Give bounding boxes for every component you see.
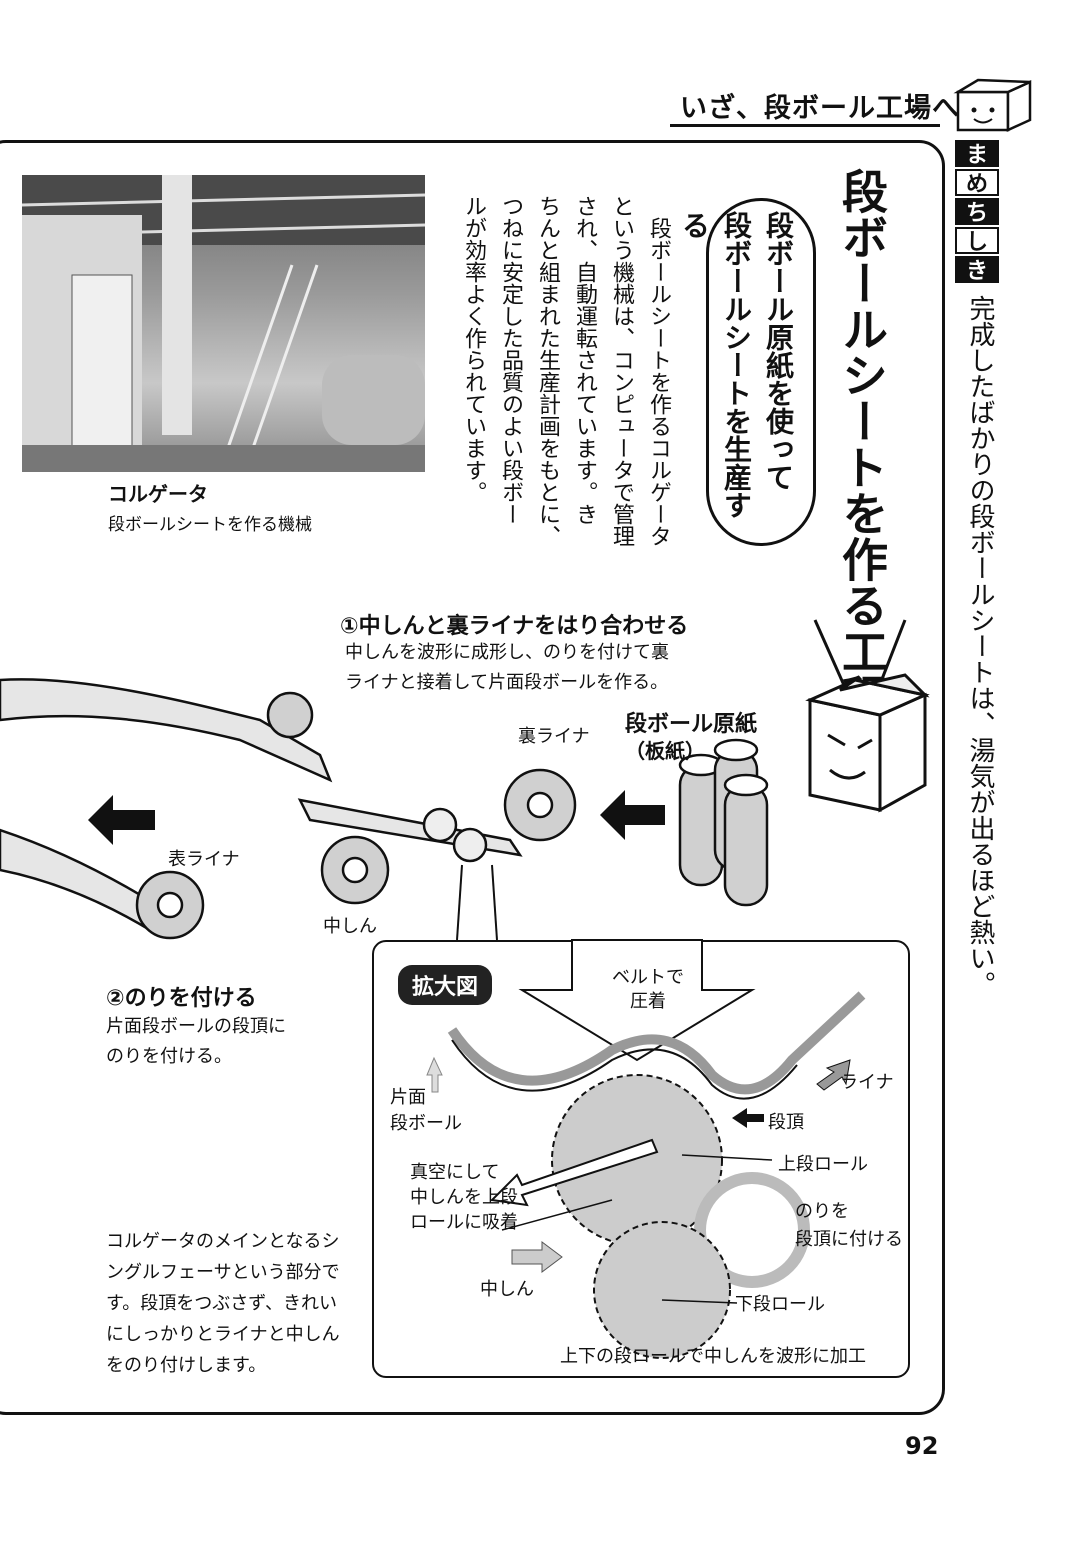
liner-label: ライナ bbox=[840, 1072, 894, 1093]
sidebar-trivia-text: 完成したばかりの段ボールシートは、湯気が出るほど熱い。 bbox=[965, 295, 995, 997]
label-line: 段頂に付ける bbox=[795, 1229, 903, 1250]
label-line: 段ボール bbox=[390, 1113, 462, 1134]
glue-roll bbox=[694, 1172, 810, 1288]
body-line: ちんと組まれた生産計画をもとに、 bbox=[535, 195, 560, 547]
single-face-label: 片面段ボール bbox=[390, 1085, 462, 1137]
back-liner-label: 裏ライナ bbox=[518, 726, 590, 747]
step2-title: ②のりを付ける bbox=[106, 986, 257, 1011]
front-liner-label: 表ライナ bbox=[168, 849, 240, 870]
single-facer-note: コルゲータのメインとなるシ ングルフェーサという部分で す。段頂をつぶさず、きれ… bbox=[106, 1226, 340, 1381]
label-char: め bbox=[955, 169, 999, 197]
step1-desc-line: ライナと接着して片面段ボールを作る。 bbox=[345, 672, 669, 693]
raw-paper-label: 段ボール原紙 bbox=[625, 712, 758, 737]
step1-title: ①中しんと裏ライナをはり合わせる bbox=[340, 614, 689, 639]
belt-label: ベルトで圧着 bbox=[612, 966, 684, 1014]
inset-caption: 上下の段ロールで中しんを波形に加工 bbox=[560, 1346, 866, 1367]
cardboard-box-mascot-icon bbox=[953, 78, 1032, 132]
body-text: 段ボールシートを作るコルゲータ という機械は、コンピュータで管理 され、自動運転… bbox=[455, 195, 677, 555]
note-line: す。段頂をつぶさず、きれい bbox=[106, 1293, 337, 1314]
factory-photo-illustration bbox=[22, 175, 425, 472]
body-line: され、自動運転されています。き bbox=[572, 195, 597, 525]
photo-caption-title: コルゲータ bbox=[108, 482, 208, 506]
lower-roll-label: 下段ロール bbox=[735, 1294, 825, 1315]
subtitle-line: 段ボール原紙を使って bbox=[762, 211, 795, 491]
vacuum-label: 真空にして中しんを上段ロールに吸着 bbox=[410, 1160, 518, 1235]
raw-paper-sublabel: （板紙） bbox=[625, 739, 705, 763]
belt-label-line: ベルトで bbox=[612, 967, 684, 988]
body-line: という機械は、コンピュータで管理 bbox=[609, 195, 634, 547]
body-line: ルが効率よく作られています。 bbox=[461, 195, 486, 503]
corrugator-diagram bbox=[0, 619, 930, 940]
note-line: をのり付けします。 bbox=[106, 1355, 267, 1376]
step2-desc-line: のりを付ける。 bbox=[106, 1046, 232, 1067]
label-char: ち bbox=[955, 198, 999, 226]
header-title: いざ、段ボール工場へ bbox=[680, 93, 960, 124]
label-char: し bbox=[955, 227, 999, 255]
liner-arrow-icon bbox=[816, 1059, 851, 1091]
step1-desc-line: 中しんを波形に成形し、のりを付けて裏 bbox=[345, 642, 669, 663]
flute-tip-label: 段頂 bbox=[768, 1112, 804, 1133]
note-line: にしっかりとライナと中しん bbox=[106, 1324, 340, 1345]
mamechishiki-label: ま め ち し き bbox=[955, 140, 1005, 285]
corrugator-photo bbox=[22, 175, 425, 472]
subtitle-line: 段ボールシートを生産する bbox=[678, 211, 753, 519]
photo-caption-subtitle: 段ボールシートを作る機械 bbox=[108, 515, 312, 535]
label-line: 片面 bbox=[390, 1087, 426, 1108]
glue-label: のりを段頂に付ける bbox=[795, 1198, 903, 1254]
feed-arrow-icon bbox=[600, 790, 665, 840]
section-title: 段ボールシートを作る工程 bbox=[835, 168, 889, 720]
upper-roll-label: 上段ロール bbox=[778, 1154, 868, 1175]
flute-tip-arrow-icon bbox=[732, 1108, 764, 1128]
note-line: ングルフェーサという部分で bbox=[106, 1262, 340, 1283]
label-char: き bbox=[955, 256, 999, 284]
label-line: 真空にして bbox=[410, 1162, 500, 1183]
header-rule bbox=[670, 124, 940, 127]
content-frame bbox=[0, 140, 945, 1415]
lower-roll bbox=[593, 1221, 731, 1359]
label-line: のりを bbox=[795, 1201, 849, 1222]
medium-feed-arrow-icon bbox=[511, 1241, 563, 1273]
medium-label: 中しん bbox=[323, 916, 377, 937]
label-char: ま bbox=[955, 140, 999, 168]
label-line: 中しんを上段 bbox=[410, 1187, 518, 1208]
box-mascot-icon bbox=[805, 673, 930, 813]
arrow-icons bbox=[88, 790, 665, 845]
subtitle-pill: 段ボール原紙を使って 段ボールシートを生産する bbox=[678, 198, 816, 546]
label-line: ロールに吸着 bbox=[410, 1212, 518, 1233]
pressure-arrow-icon bbox=[518, 939, 756, 1062]
body-line: 段ボールシートを作るコルゲータ bbox=[646, 217, 671, 547]
inset-medium-label: 中しん bbox=[480, 1279, 534, 1300]
paper-rolls bbox=[135, 691, 769, 940]
body-line: つねに安定した品質のよい段ボー bbox=[498, 195, 523, 525]
step2-desc-line: 片面段ボールの段頂に bbox=[106, 1016, 286, 1037]
single-face-arrow-icon bbox=[426, 1056, 443, 1093]
output-arrow-icon bbox=[88, 795, 155, 845]
belt-label-line: 圧着 bbox=[630, 991, 666, 1012]
vacuum-arrow-icon bbox=[489, 1138, 659, 1207]
enlarged-view-badge: 拡大図 bbox=[398, 965, 493, 1005]
page-number: 92 bbox=[905, 1432, 939, 1460]
enlarged-view-illustration bbox=[426, 864, 866, 1359]
note-line: コルゲータのメインとなるシ bbox=[106, 1231, 340, 1252]
